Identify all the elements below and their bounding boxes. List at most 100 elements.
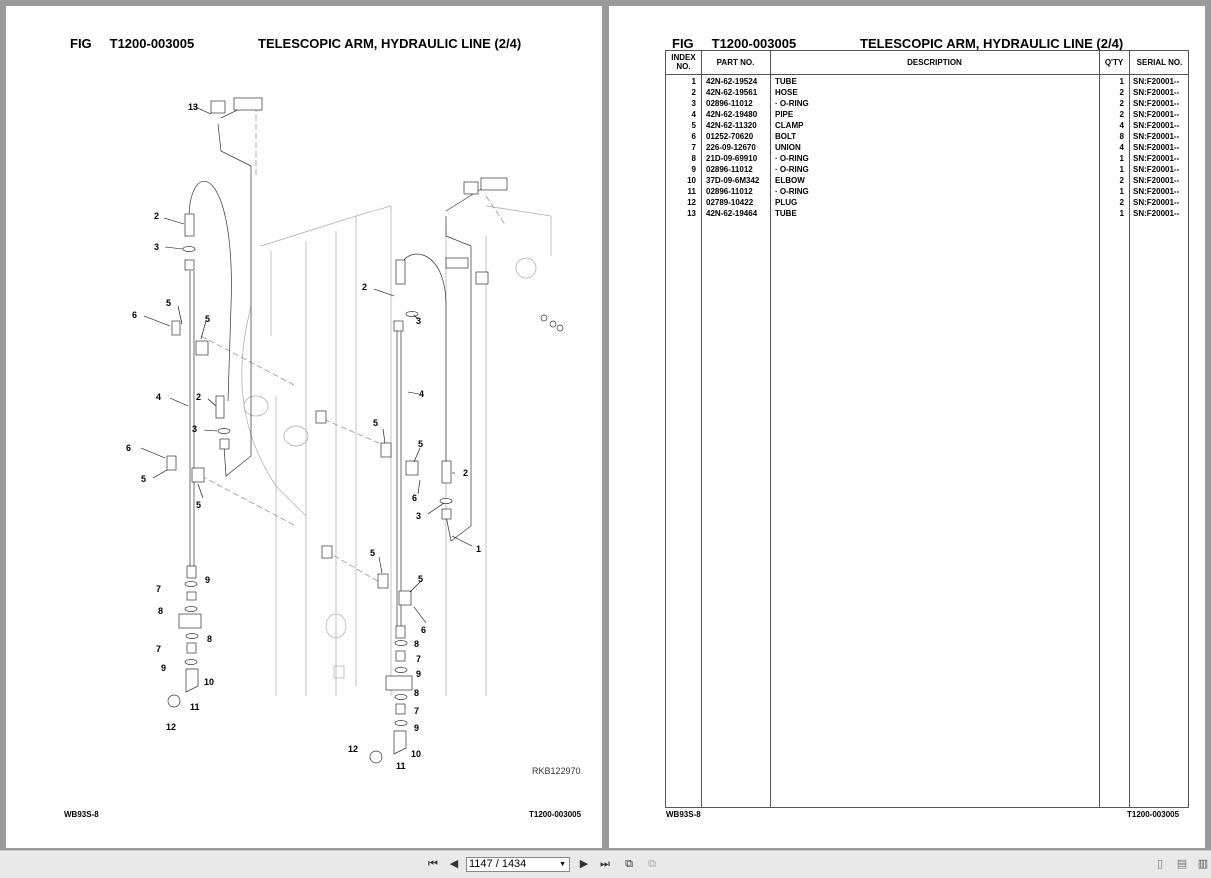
row-part-no: 02789-10422 bbox=[706, 198, 754, 207]
header-description: DESCRIPTION bbox=[907, 58, 962, 67]
footer-model: WB93S-8 bbox=[64, 810, 99, 819]
prev-page-icon[interactable]: ◀ bbox=[449, 858, 459, 870]
callout-9: 9 bbox=[161, 663, 166, 673]
row-qty: 1 bbox=[1119, 77, 1124, 86]
row-qty: 1 bbox=[1119, 154, 1124, 163]
row-serial-no: SN:F20001-- bbox=[1133, 132, 1180, 141]
row-index: 11 bbox=[687, 187, 696, 196]
callout-5: 5 bbox=[166, 298, 171, 308]
row-part-no: 42N-62-11320 bbox=[706, 121, 757, 130]
callout-6: 6 bbox=[421, 625, 426, 635]
callout-10: 10 bbox=[411, 749, 421, 759]
callout-4: 4 bbox=[419, 389, 424, 399]
footer-model: WB93S-8 bbox=[666, 810, 701, 819]
row-part-no: 21D-09-69910 bbox=[706, 154, 758, 163]
row-part-no: 37D-09-6M342 bbox=[706, 176, 760, 185]
row-serial-no: SN:F20001-- bbox=[1133, 121, 1180, 130]
row-description: CLAMP bbox=[775, 121, 804, 130]
row-serial-no: SN:F20001-- bbox=[1133, 77, 1180, 86]
row-description: · O-RING bbox=[775, 99, 809, 108]
page-number-field[interactable]: 1147 / 1434 ▼ bbox=[466, 857, 570, 872]
row-part-no: 226-09-12670 bbox=[706, 143, 756, 152]
callout-9: 9 bbox=[416, 669, 421, 679]
callout-5: 5 bbox=[373, 418, 378, 428]
drawing-reference: RKB122970 bbox=[532, 766, 581, 776]
row-serial-no: SN:F20001-- bbox=[1133, 165, 1180, 174]
paste-icon[interactable]: ⧉ bbox=[648, 858, 656, 870]
parts-list-page: FIG T1200-003005 TELESCOPIC ARM, HYDRAUL… bbox=[609, 6, 1205, 848]
callout-5: 5 bbox=[370, 548, 375, 558]
row-qty: 1 bbox=[1119, 187, 1124, 196]
row-part-no: 42N-62-19524 bbox=[706, 77, 758, 86]
row-part-no: 02896-11012 bbox=[706, 165, 753, 174]
row-serial-no: SN:F20001-- bbox=[1133, 88, 1180, 97]
row-part-no: 42N-62-19464 bbox=[706, 209, 758, 218]
row-description: PIPE bbox=[775, 110, 794, 119]
callout-5: 5 bbox=[418, 439, 423, 449]
row-serial-no: SN:F20001-- bbox=[1133, 198, 1180, 207]
figure-title: TELESCOPIC ARM, HYDRAULIC LINE (2/4) bbox=[860, 36, 1124, 51]
continuous-page-icon[interactable]: ▤ bbox=[1176, 858, 1188, 870]
row-qty: 4 bbox=[1119, 121, 1124, 130]
single-page-icon[interactable]: ▯ bbox=[1156, 858, 1164, 870]
callout-6: 6 bbox=[412, 493, 417, 503]
row-qty: 2 bbox=[1119, 110, 1124, 119]
row-description: · O-RING bbox=[775, 165, 809, 174]
callout-8: 8 bbox=[414, 688, 419, 698]
row-description: PLUG bbox=[775, 198, 798, 207]
row-index: 5 bbox=[691, 121, 696, 130]
table-row: 1 42N-62-19524 TUBE 1 SN:F20001-- bbox=[666, 76, 1188, 87]
row-index: 6 bbox=[691, 132, 696, 141]
callout-7: 7 bbox=[156, 584, 161, 594]
table-header: INDEX NO. PART NO. DESCRIPTION Q'TY SERI… bbox=[666, 51, 1188, 75]
callout-3: 3 bbox=[416, 511, 421, 521]
callout-7: 7 bbox=[156, 644, 161, 654]
page-indicator: 1147 / 1434 bbox=[469, 858, 527, 870]
figure-header: FIG T1200-003005 TELESCOPIC ARM, HYDRAUL… bbox=[70, 36, 521, 51]
callout-2: 2 bbox=[362, 282, 367, 292]
two-page-icon[interactable]: ▥ bbox=[1197, 858, 1209, 870]
row-index: 1 bbox=[691, 77, 696, 86]
callout-3: 3 bbox=[154, 242, 159, 252]
copy-icon[interactable]: ⧉ bbox=[625, 858, 633, 870]
callout-13: 13 bbox=[188, 102, 198, 112]
callout-3: 3 bbox=[416, 316, 421, 326]
callout-5: 5 bbox=[418, 574, 423, 584]
row-part-no: 01252-70620 bbox=[706, 132, 754, 141]
row-qty: 1 bbox=[1119, 165, 1124, 174]
row-part-no: 42N-62-19561 bbox=[706, 88, 758, 97]
footer-fig-number: T1200-003005 bbox=[1127, 810, 1180, 819]
figure-header: FIG T1200-003005 TELESCOPIC ARM, HYDRAUL… bbox=[672, 36, 1123, 51]
hydraulic-line-diagram: 13 2 3 6 5 5 4 2 3 6 5 5 9 7 8 8 7 9 10 … bbox=[126, 97, 581, 776]
row-index: 12 bbox=[687, 198, 696, 207]
chevron-down-icon[interactable]: ▼ bbox=[559, 861, 566, 868]
callout-3: 3 bbox=[192, 424, 197, 434]
row-index: 10 bbox=[687, 176, 696, 185]
callout-4: 4 bbox=[156, 392, 161, 402]
row-serial-no: SN:F20001-- bbox=[1133, 110, 1180, 119]
row-qty: 2 bbox=[1119, 88, 1124, 97]
table-row: 9 02896-11012 · O-RING 1 SN:F20001-- bbox=[666, 164, 1188, 175]
row-description: TUBE bbox=[775, 77, 797, 86]
first-page-icon[interactable]: ⏮ bbox=[428, 858, 438, 870]
callout-10: 10 bbox=[204, 677, 214, 687]
row-qty: 8 bbox=[1119, 132, 1124, 141]
header-part-no: PART NO. bbox=[716, 58, 755, 67]
callout-9: 9 bbox=[205, 575, 210, 585]
last-page-icon[interactable]: ⏭ bbox=[600, 858, 610, 870]
row-description: TUBE bbox=[775, 209, 797, 218]
next-page-icon[interactable]: ▶ bbox=[579, 858, 589, 870]
row-index: 9 bbox=[691, 165, 696, 174]
fig-number: T1200-003005 bbox=[109, 36, 195, 51]
parts-table: INDEX NO. PART NO. DESCRIPTION Q'TY SERI… bbox=[665, 50, 1189, 808]
row-description: HOSE bbox=[775, 88, 798, 97]
row-serial-no: SN:F20001-- bbox=[1133, 99, 1180, 108]
callout-5: 5 bbox=[141, 474, 146, 484]
row-part-no: 02896-11012 bbox=[706, 187, 753, 196]
callout-8: 8 bbox=[158, 606, 163, 616]
